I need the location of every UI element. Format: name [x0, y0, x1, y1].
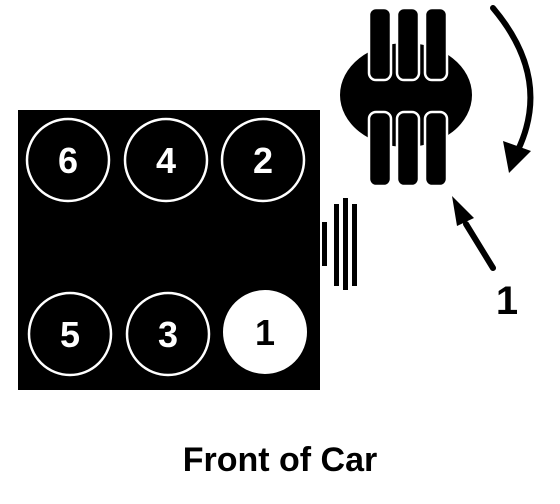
- cylinder-number: 3: [158, 314, 178, 355]
- clockwise-rotation-arrow-icon: [490, 5, 534, 173]
- block-side-ribs: [322, 198, 357, 290]
- coil-tower: [423, 6, 449, 82]
- cylinder-1: 1: [221, 288, 309, 376]
- cylinder-number: 2: [253, 140, 273, 181]
- cylinder-circle: [123, 117, 209, 203]
- coil-pack: [340, 6, 472, 188]
- cylinder-circle: [25, 117, 111, 203]
- cylinder-circle: [220, 117, 306, 203]
- cylinder-number: 1: [255, 312, 275, 353]
- cylinder-number: 6: [58, 140, 78, 181]
- cylinder-6: 6: [25, 117, 111, 203]
- coil-tower: [367, 110, 393, 188]
- pointer-arrow-icon: [452, 196, 496, 271]
- cylinder-2: 2: [220, 117, 306, 203]
- cylinder-5: 5: [27, 291, 113, 377]
- cylinder-number: 5: [60, 314, 80, 355]
- coil-tower: [395, 110, 421, 188]
- cylinder-number: 4: [156, 140, 176, 181]
- front-of-car-caption: Front of Car: [182, 441, 378, 479]
- coil-tower: [395, 6, 421, 82]
- callout-label: 1: [496, 279, 518, 323]
- cylinder-circle: [27, 291, 113, 377]
- coil-tower: [423, 110, 449, 188]
- cylinder-3: 3: [125, 291, 211, 377]
- cylinder-circle-highlighted: [221, 288, 309, 376]
- cylinder-4: 4: [123, 117, 209, 203]
- cylinder-circle: [125, 291, 211, 377]
- coil-tower: [367, 6, 393, 82]
